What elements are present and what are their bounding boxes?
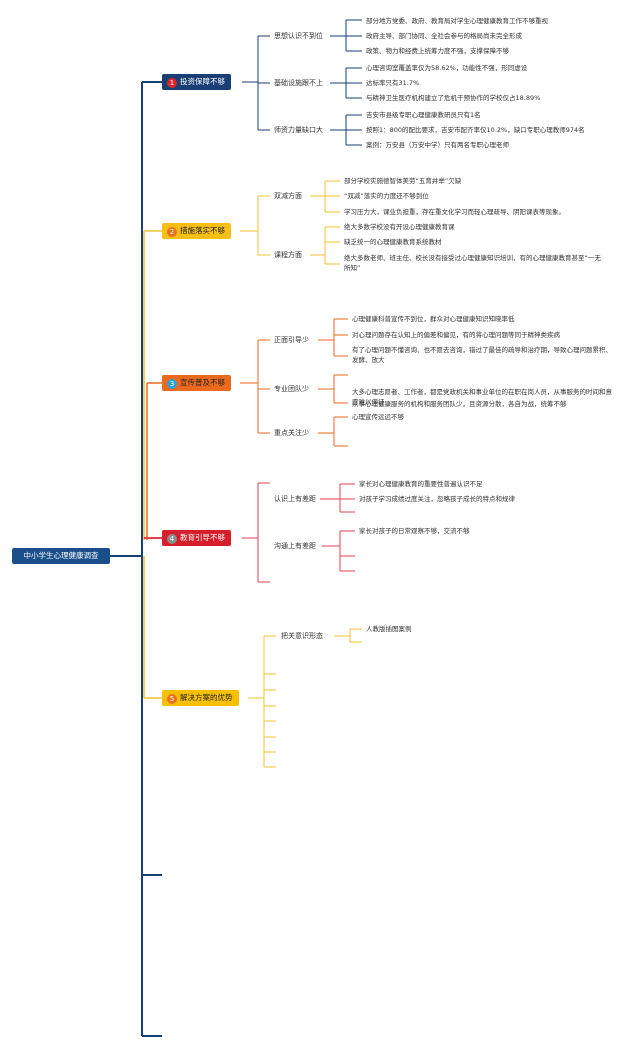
- root-topic[interactable]: 中小学生心理健康调查: [12, 548, 110, 564]
- leaf-item[interactable]: “双减”落实的力度还不够到位: [344, 192, 429, 200]
- category-label: 措施落实不够: [180, 226, 225, 235]
- leaf-item[interactable]: 绝大多数学校没有开设心理健康教育课: [344, 223, 455, 231]
- leaf-item[interactable]: 大多心理志愿者、工作者，都是党政机关和事业单位的在职在岗人员，从事服务的时间和意…: [352, 388, 612, 406]
- subtopic[interactable]: 课程方面: [274, 251, 302, 259]
- subtopic[interactable]: 基础设施跟不上: [274, 79, 323, 87]
- subtopic[interactable]: 双减方面: [274, 192, 302, 200]
- leaf-item[interactable]: 心理宣传远远不够: [352, 413, 404, 421]
- leaf-item[interactable]: 对孩子学习成绩过度关注，忽略孩子成长的特点和规律: [359, 495, 515, 503]
- category-label: 投资保障不够: [180, 77, 225, 86]
- leaf-item[interactable]: 对心理问题存在认知上的偏差和偏见，有的将心理问题等同于精神类疾病: [352, 331, 560, 339]
- category-number-badge: 4: [167, 534, 177, 544]
- category-label: 教育引导不够: [180, 533, 225, 542]
- leaf-item[interactable]: 心理健康科普宣传不到位，群众对心理健康知识知晓率低: [352, 315, 515, 323]
- leaf-item[interactable]: 部分地方党委、政府、教育局对学生心理健康教育工作不够重视: [366, 17, 548, 25]
- subtopic[interactable]: 重点关注少: [274, 429, 309, 437]
- subtopic[interactable]: 思想认识不到位: [274, 32, 323, 40]
- subtopic[interactable]: 把关意识形态: [281, 632, 323, 640]
- leaf-item[interactable]: 达标率只有31.7%: [366, 79, 420, 87]
- leaf-item[interactable]: 部分学校实施德智体美劳“五育并举”欠缺: [344, 177, 462, 185]
- subtopic[interactable]: 沟通上有差距: [274, 542, 316, 550]
- category-number-badge: 2: [167, 227, 177, 237]
- leaf-item[interactable]: 案例：万安县（万安中学）只有两名专职心理老师: [366, 141, 509, 149]
- leaf-item[interactable]: 缺乏统一的心理健康教育系统教材: [344, 238, 442, 246]
- subtopic[interactable]: 专业团队少: [274, 385, 309, 393]
- category-label: 解决方案的优势: [180, 693, 233, 702]
- leaf-item[interactable]: 家长对孩子的日常观察不够，交流不够: [359, 527, 470, 535]
- subtopic[interactable]: 正面引导少: [274, 336, 309, 344]
- leaf-item[interactable]: 按照1：800的配比要求，吉安市配齐率仅10.2%，缺口专职心理教师974名: [366, 126, 585, 134]
- leaf-item[interactable]: 与精神卫生医疗机构建立了危机干预协作的学校仅占18.89%: [366, 94, 541, 102]
- category-number-badge: 5: [167, 694, 177, 704]
- leaf-item[interactable]: 有了心理问题不懂咨询、也不愿去咨询，错过了最佳的疏导和治疗期，导致心理问题累积、…: [352, 346, 612, 364]
- category-number-badge: 1: [167, 78, 177, 88]
- category-label: 宣传普及不够: [180, 378, 225, 387]
- leaf-item[interactable]: 政策、物力和经费上统筹力度不强，支撑保障不够: [366, 47, 509, 55]
- subtopic[interactable]: 师资力量缺口大: [274, 126, 323, 134]
- leaf-item[interactable]: 吉安市县级专职心理健康教研员只有1名: [366, 111, 481, 119]
- leaf-item[interactable]: 从事心理健康服务的机构和服务团队少，且资源分散，各自为战，统筹不够: [352, 400, 567, 408]
- leaf-item[interactable]: 家长对心理健康教育的重要性普遍认识不足: [359, 480, 483, 488]
- leaf-item[interactable]: 心理咨询室覆盖率仅为58.62%，功能性不强，形同虚设: [366, 64, 528, 72]
- leaf-item[interactable]: 政府主导、部门协同、全社会参与的格局尚未完全形成: [366, 32, 522, 40]
- category-number-badge: 3: [167, 379, 177, 389]
- leaf-item[interactable]: 学习压力大，课业负担重，存在重文化学习而轻心理疏导、阴阳课表等现象。: [344, 208, 565, 216]
- leaf-item[interactable]: 绝大多数老师、班主任、校长没有接受过心理健康知识培训，有的心理健康教育甚至“一无…: [344, 254, 601, 272]
- subtopic[interactable]: 认识上有差距: [274, 495, 316, 503]
- leaf-item[interactable]: 人教版插图案例: [366, 625, 412, 633]
